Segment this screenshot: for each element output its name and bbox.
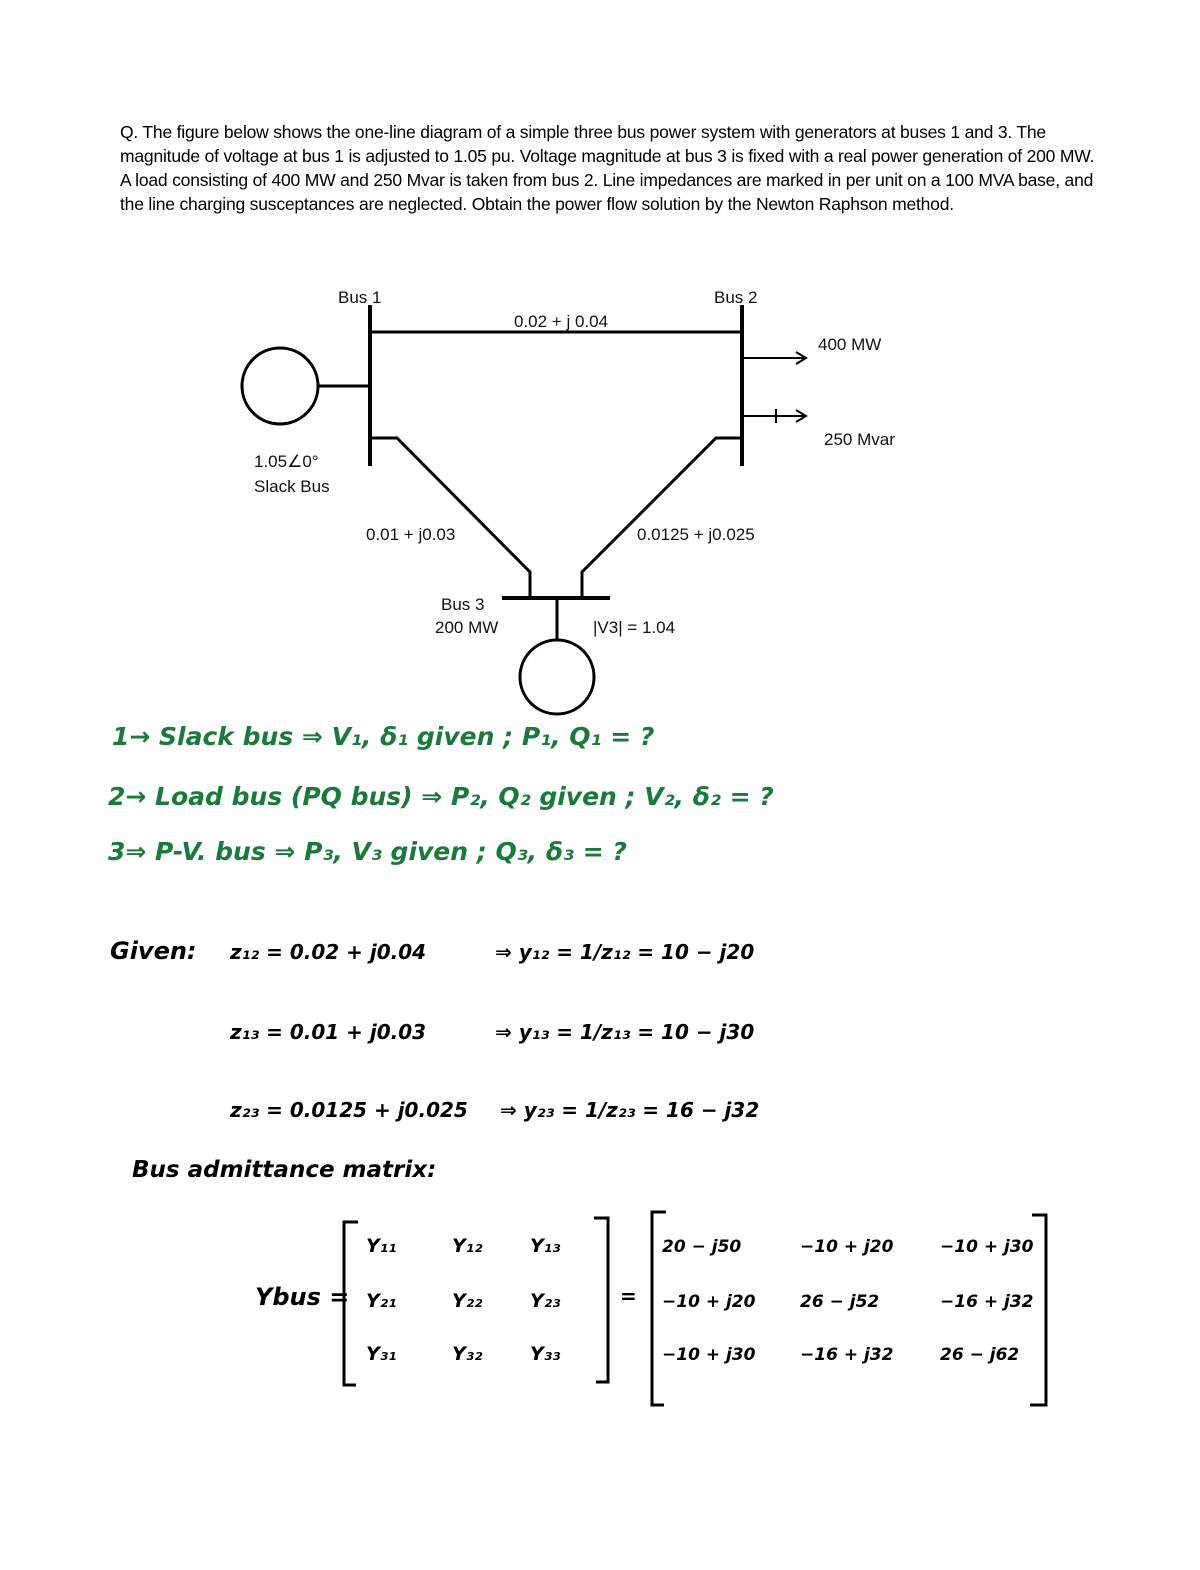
- ybus-symbolic-cell: Y₃₃: [530, 1343, 561, 1365]
- ybus-symbolic-cell: Y₂₁: [366, 1290, 397, 1312]
- ybus-symbolic-cell: Y₂₃: [530, 1290, 561, 1312]
- matrix-equals: =: [620, 1284, 637, 1308]
- z13: z₁₃ = 0.01 + j0.03: [230, 1020, 427, 1044]
- line-2-3: [580, 436, 742, 597]
- y12: ⇒ y₁₂ = 1/z₁₂ = 10 − j20: [495, 940, 755, 964]
- question-paragraph: Q. The figure below shows the one-line d…: [120, 122, 1095, 214]
- given-label: Given:: [110, 937, 197, 965]
- y13: ⇒ y₁₃ = 1/z₁₃ = 10 − j30: [495, 1020, 755, 1044]
- bus3-generation: 200 MW: [435, 618, 498, 637]
- line13-impedance: 0.01 + j0.03: [366, 525, 455, 544]
- ybus-symbolic-cell: Y₃₂: [452, 1343, 483, 1365]
- right-bracket-symbolic: [594, 1216, 610, 1384]
- bus1-label: Bus 1: [338, 288, 381, 307]
- z23: z₂₃ = 0.0125 + j0.025: [230, 1098, 468, 1122]
- bus2-label: Bus 2: [714, 288, 757, 307]
- load-p-label: 400 MW: [818, 335, 881, 354]
- note-bus3: 3⇒ P-V. bus ⇒ P₃, V₃ given ; Q₃, δ₃ = ?: [108, 837, 627, 866]
- question-text: Q. The figure below shows the one-line d…: [120, 120, 1100, 216]
- ybus-numeric-cell: −10 + j20: [800, 1237, 894, 1257]
- slack-voltage: 1.05∠0°: [254, 452, 319, 471]
- ybus-heading: Bus admittance matrix:: [132, 1157, 437, 1183]
- ybus-symbolic-cell: Y₂₂: [452, 1290, 483, 1312]
- generator3-icon: [518, 638, 596, 716]
- ybus-numeric-cell: −10 + j30: [940, 1237, 1034, 1257]
- one-line-diagram: Bus 1 Bus 2 0.02 + j 0.04 400 MW 250 Mva…: [240, 288, 895, 716]
- bus3-voltage: |V3| = 1.04: [593, 618, 675, 637]
- ybus-numeric-cell: 20 − j50: [662, 1237, 742, 1257]
- z12: z₁₂ = 0.02 + j0.04: [230, 940, 427, 964]
- ybus-numeric-cell: 26 − j62: [940, 1345, 1020, 1365]
- ybus-symbolic-cell: Y₁₁: [366, 1235, 397, 1257]
- generator1-icon: [240, 346, 320, 426]
- slack-label: Slack Bus: [254, 477, 330, 496]
- note-bus2: 2→ Load bus (PQ bus) ⇒ P₂, Q₂ given ; V₂…: [108, 782, 774, 811]
- ybus-numeric-cell: −16 + j32: [940, 1292, 1034, 1312]
- ybus-label: Ybus =: [255, 1283, 350, 1311]
- line12-impedance: 0.02 + j 0.04: [514, 312, 608, 331]
- load-q-label: 250 Mvar: [824, 430, 895, 449]
- y23: ⇒ y₂₃ = 1/z₂₃ = 16 − j32: [500, 1098, 760, 1122]
- ybus-numeric-cell: −10 + j20: [662, 1292, 756, 1312]
- line-1-3: [370, 436, 532, 597]
- ybus-symbolic-cell: Y₃₁: [366, 1343, 397, 1365]
- ybus-numeric-cell: −10 + j30: [662, 1345, 756, 1365]
- line23-impedance: 0.0125 + j0.025: [637, 525, 755, 544]
- ybus-symbolic-cell: Y₁₃: [530, 1235, 561, 1257]
- note-bus1: 1→ Slack bus ⇒ V₁, δ₁ given ; P₁, Q₁ = ?: [112, 722, 655, 751]
- ybus-symbolic-cell: Y₁₂: [452, 1235, 483, 1257]
- ybus-numeric-cell: 26 − j52: [800, 1292, 880, 1312]
- bus3-label: Bus 3: [441, 595, 484, 614]
- ybus-numeric-cell: −16 + j32: [800, 1345, 894, 1365]
